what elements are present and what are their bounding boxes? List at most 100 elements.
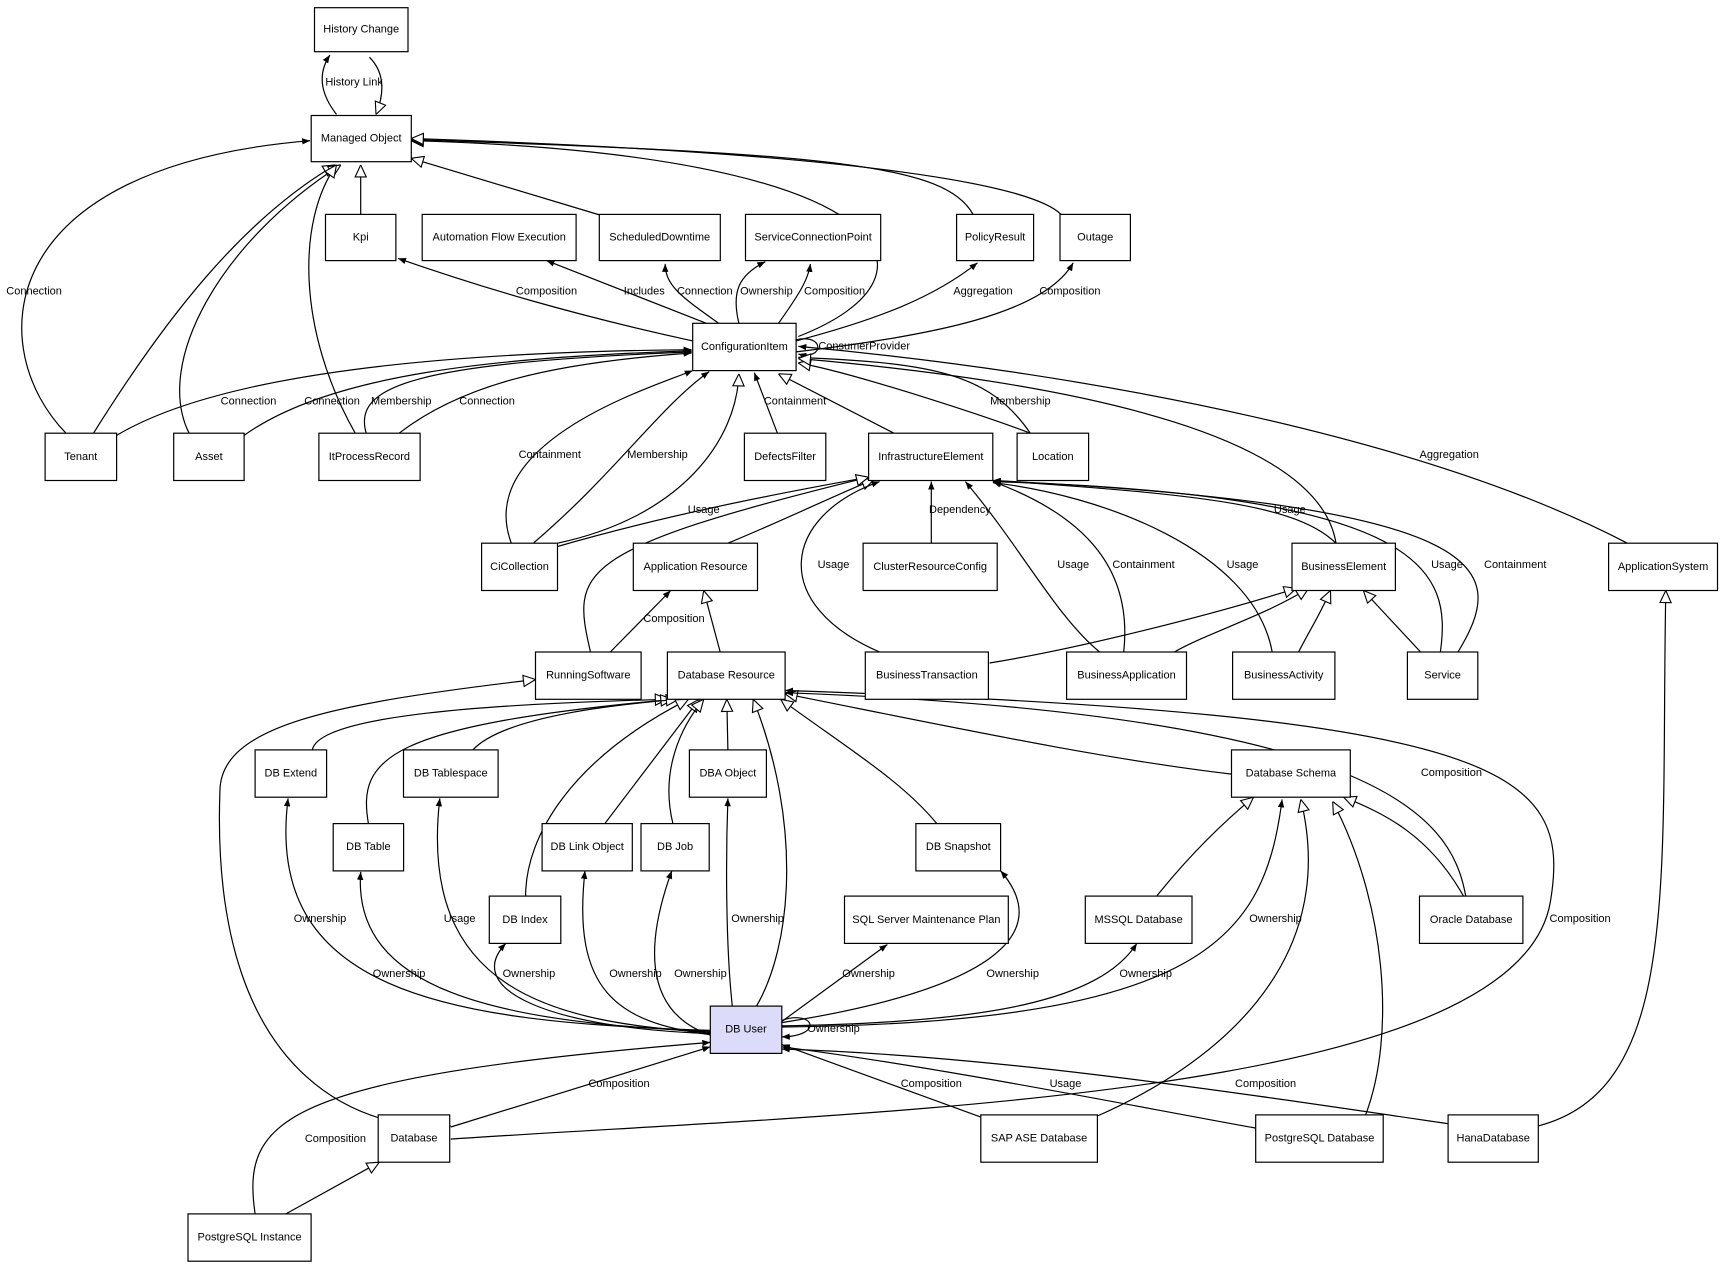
edge-asset-to-configuration-item (243, 347, 692, 436)
node-db-snapshot[interactable]: DB Snapshot (915, 822, 1002, 872)
node-box (1406, 651, 1479, 700)
node-box (541, 822, 633, 872)
node-box (332, 822, 405, 872)
node-managed-object[interactable]: Managed Object (310, 114, 412, 163)
edge-label: Membership (990, 395, 1051, 407)
node-db-tablespace[interactable]: DB Tablespace (402, 749, 499, 798)
edge-db-user-to-db-snapshot (781, 870, 1020, 1024)
node-policy-result[interactable]: PolicyResult (955, 213, 1035, 262)
node-label: History Change (323, 24, 399, 36)
node-hana-database[interactable]: HanaDatabase (1447, 1114, 1539, 1163)
node-service[interactable]: Service (1406, 651, 1479, 700)
edge-db-user-to-sql-server-maintenance-plan (781, 944, 888, 1022)
node-label: PostgreSQL Database (1265, 1133, 1375, 1145)
node-cluster-resource-config[interactable]: ClusterResourceConfig (862, 542, 998, 592)
node-label: ItProcessRecord (329, 451, 410, 463)
node-kpi[interactable]: Kpi (324, 213, 397, 262)
edge-label: Ownership (1119, 968, 1172, 980)
node-label: ServiceConnectionPoint (754, 232, 871, 244)
node-label: DB User (725, 1024, 767, 1036)
node-box (867, 432, 994, 482)
edge-managed-object-to-history-change (321, 54, 337, 115)
node-history-change[interactable]: History Change (313, 7, 409, 53)
node-database-resource[interactable]: Database Resource (666, 651, 786, 700)
node-label: HanaDatabase (1457, 1133, 1530, 1145)
node-label: Service (1424, 670, 1461, 682)
node-oracle-database[interactable]: Oracle Database (1418, 895, 1524, 944)
node-box (173, 432, 245, 482)
node-database-schema[interactable]: Database Schema (1230, 749, 1351, 798)
node-mssql-database[interactable]: MSSQL Database (1084, 895, 1193, 944)
node-box (709, 1005, 783, 1054)
node-service-connection-point[interactable]: ServiceConnectionPoint (744, 213, 882, 262)
edge-db-user-to-db-extend (283, 798, 711, 1031)
edge-label: Usage (1227, 559, 1259, 571)
node-ci-collection[interactable]: CiCollection (481, 542, 559, 592)
node-db-user[interactable]: DB User (709, 1005, 783, 1054)
edge-label: Ownership (807, 1023, 860, 1035)
node-db-link-object[interactable]: DB Link Object (541, 822, 633, 872)
node-db-index[interactable]: DB Index (488, 895, 562, 944)
node-dba-object[interactable]: DBA Object (688, 749, 768, 798)
node-box (377, 1114, 451, 1163)
node-box (1607, 542, 1719, 592)
node-business-element[interactable]: BusinessElement (1291, 542, 1397, 592)
node-box (692, 322, 797, 372)
edge-business-application-to-business-element (1174, 588, 1308, 653)
edge-tenant-to-managed-object (21, 138, 311, 434)
node-outage[interactable]: Outage (1059, 213, 1132, 262)
edge-label: Connection (221, 395, 277, 407)
node-label: CiCollection (490, 561, 549, 573)
node-label: Automation Flow Execution (433, 232, 566, 244)
edge-configuration-item-to-service-connection-point (778, 263, 813, 324)
edge-db-tablespace-to-database-resource (472, 699, 679, 751)
edge-ci-collection-to-configuration-item (532, 371, 710, 544)
node-postgresql-instance[interactable]: PostgreSQL Instance (187, 1213, 312, 1262)
edge-hana-database-to-application-system (1538, 591, 1666, 1127)
node-label: Managed Object (321, 133, 402, 145)
node-scheduled-downtime[interactable]: ScheduledDowntime (598, 213, 721, 262)
edge-db-link-object-to-database-resource (604, 699, 700, 824)
edge-service-to-business-element (1363, 591, 1422, 653)
node-sql-server-maintenance-plan[interactable]: SQL Server Maintenance Plan (843, 895, 1009, 944)
node-postgresql-database[interactable]: PostgreSQL Database (1255, 1114, 1384, 1163)
edge-business-application-to-infrastructure-element (964, 481, 1100, 653)
node-label: Database (390, 1133, 437, 1145)
node-label: DB Link Object (551, 841, 624, 853)
node-business-activity[interactable]: BusinessActivity (1231, 651, 1336, 700)
node-sap-ase-database[interactable]: SAP ASE Database (980, 1114, 1098, 1163)
node-db-job[interactable]: DB Job (640, 822, 710, 872)
node-box (402, 749, 499, 798)
edge-outage-to-managed-object (411, 139, 1062, 215)
node-box (481, 542, 559, 592)
edge-business-activity-to-infrastructure-element (992, 480, 1273, 653)
node-business-application[interactable]: BusinessApplication (1065, 651, 1188, 700)
node-it-process-record[interactable]: ItProcessRecord (318, 432, 421, 482)
node-tenant[interactable]: Tenant (44, 432, 118, 482)
node-infrastructure-element[interactable]: InfrastructureElement (867, 432, 994, 482)
node-configuration-item[interactable]: ConfigurationItem (692, 322, 797, 372)
node-label: Tenant (64, 451, 97, 463)
edge-label: Composition (1235, 1078, 1296, 1090)
node-database[interactable]: Database (377, 1114, 451, 1163)
node-automation-flow-execution[interactable]: Automation Flow Execution (421, 213, 577, 262)
node-application-resource[interactable]: Application Resource (632, 542, 759, 592)
edge-application-system-to-configuration-item (798, 343, 1628, 544)
node-asset[interactable]: Asset (173, 432, 245, 482)
node-box (1230, 749, 1351, 798)
edge-db-user-to-db-index (493, 942, 711, 1035)
edge-db-user-to-db-user (781, 1017, 811, 1040)
node-defects-filter[interactable]: DefectsFilter (743, 432, 827, 482)
node-running-software[interactable]: RunningSoftware (534, 651, 642, 700)
edge-db-user-to-dba-object (724, 798, 733, 1007)
node-application-system[interactable]: ApplicationSystem (1607, 542, 1719, 592)
edge-it-process-record-to-managed-object (308, 165, 356, 434)
node-box (666, 651, 786, 700)
edge-label: Connection (677, 285, 733, 297)
edge-label: Containment (1484, 559, 1546, 571)
node-location[interactable]: Location (1016, 432, 1090, 482)
node-db-extend[interactable]: DB Extend (254, 749, 328, 798)
node-db-table[interactable]: DB Table (332, 822, 405, 872)
node-business-transaction[interactable]: BusinessTransaction (864, 651, 989, 700)
